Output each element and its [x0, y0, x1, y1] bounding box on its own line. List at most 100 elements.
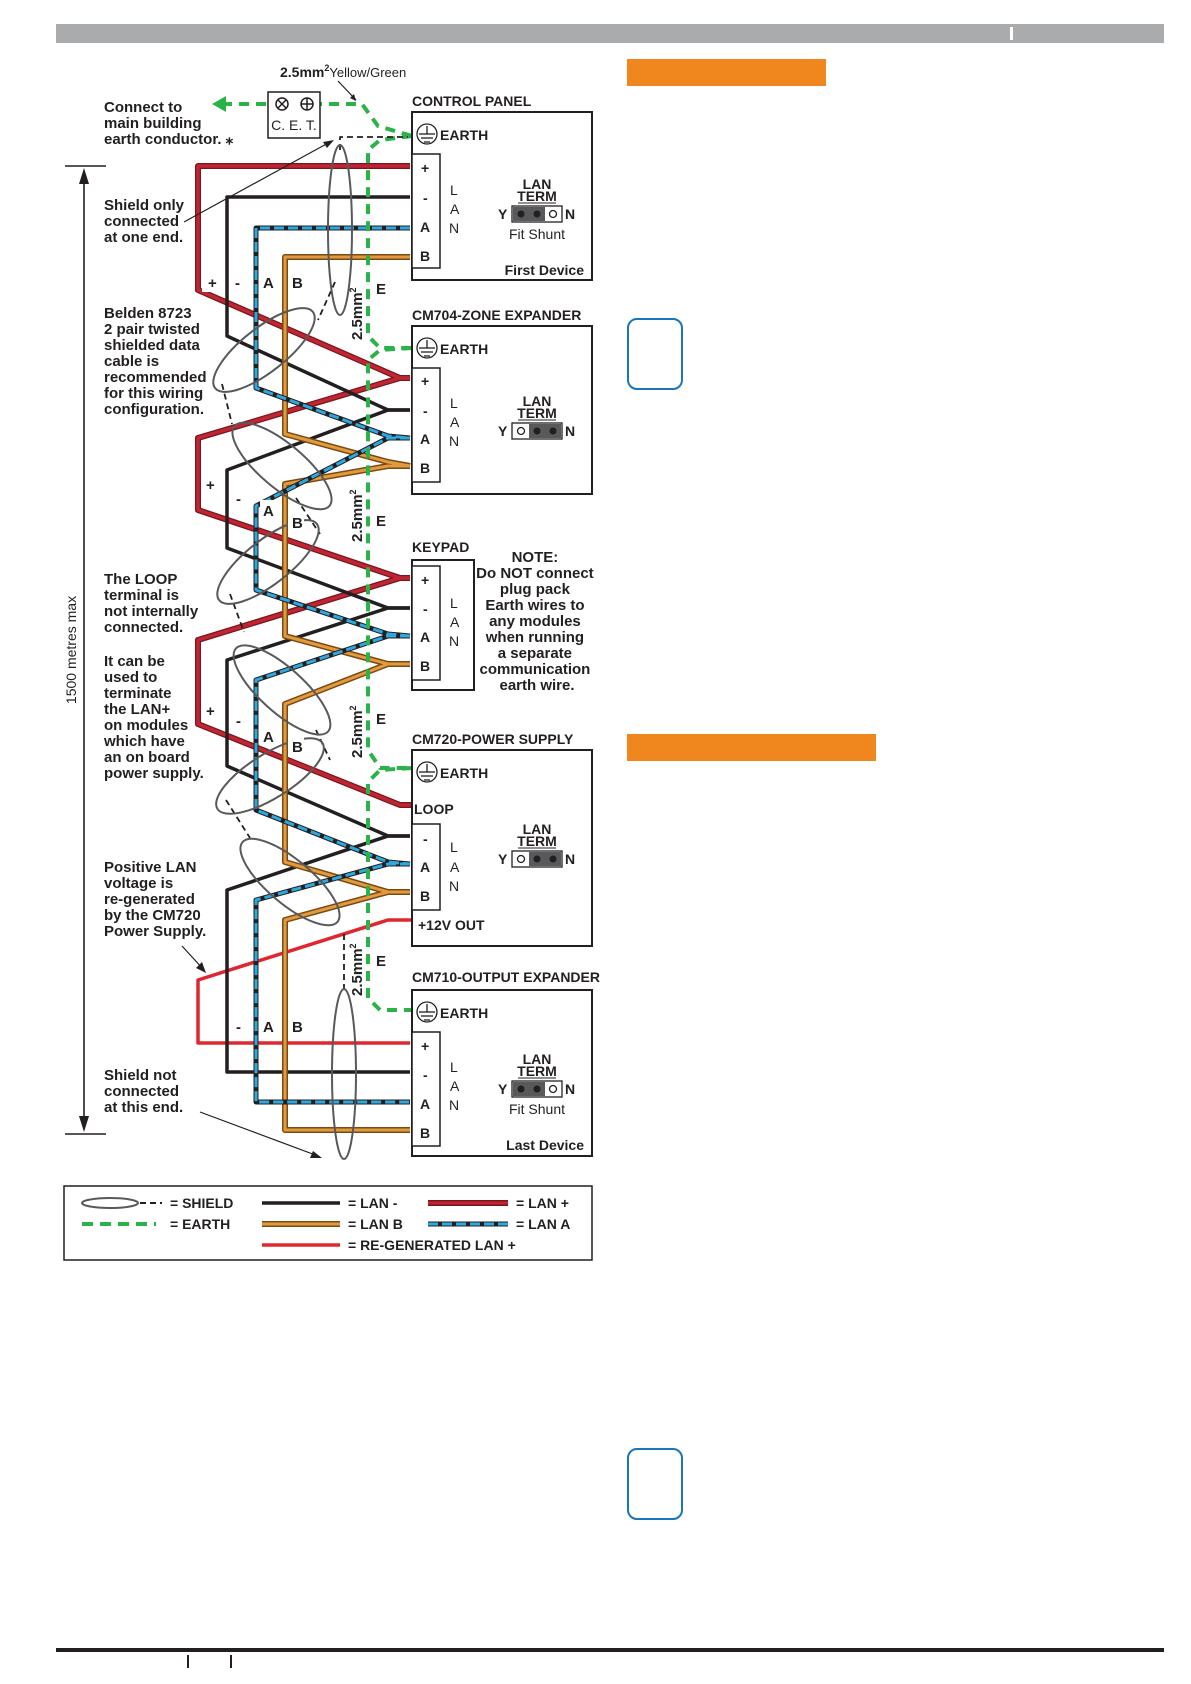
note-shield-one-end: Shield only connected at one end. — [104, 197, 188, 246]
segment-label-plus: + — [206, 477, 215, 494]
segment-label-b: B — [292, 275, 303, 292]
legend-lan-a-label: = LAN A — [516, 1216, 570, 1232]
earth-arrow-head — [212, 96, 226, 112]
lan-term-title: TERM — [517, 1063, 557, 1079]
terminal-label: A — [420, 219, 430, 235]
terminal-label: A — [420, 629, 430, 645]
note-icon — [627, 318, 683, 390]
segment-label-plus: + — [206, 703, 215, 720]
footer-rule — [56, 1648, 1164, 1652]
lan-b-wires — [282, 254, 411, 1133]
terminal-label: - — [423, 403, 428, 419]
earth-label: EARTH — [440, 1005, 488, 1021]
device-title: CM710-OUTPUT EXPANDER — [412, 969, 600, 985]
segment-label-a: A — [263, 1019, 274, 1036]
lan-letter: L — [450, 839, 458, 855]
legend-regen-label: = RE-GENERATED LAN + — [348, 1237, 516, 1253]
segment-label-minus: - — [236, 491, 241, 508]
terminal-label: + — [421, 1038, 429, 1054]
cet-cable-label: 2.5mm2Yellow/Green — [280, 63, 406, 80]
footer-divider — [230, 1655, 232, 1668]
segment-label-b: B — [292, 1019, 303, 1036]
legend-lan-b-label: = LAN B — [348, 1216, 403, 1232]
device-title: CM720-POWER SUPPLY — [412, 731, 574, 747]
cet-screw-icon — [275, 97, 314, 111]
lan-letter: N — [449, 220, 459, 236]
legend: = SHIELD = EARTH = LAN - = LAN B = RE-GE… — [63, 1185, 593, 1261]
lan-term-title: LAN — [523, 393, 552, 409]
segment-label-minus: - — [236, 1019, 241, 1036]
power-supply-device: CM720-POWER SUPPLY EARTH LOOP - A B L A … — [411, 731, 593, 947]
note-icon — [627, 1448, 683, 1520]
shield-ellipse — [239, 837, 341, 927]
segment-label-minus: - — [236, 713, 241, 730]
jumper-y: Y — [498, 206, 508, 222]
shield-ellipse — [212, 307, 316, 393]
earth-label: EARTH — [440, 127, 488, 143]
segment-label-a: A — [263, 729, 274, 746]
footer-divider — [187, 1655, 189, 1668]
regenerated-lan-plus-wire — [196, 918, 412, 1045]
device-title: KEYPAD — [412, 539, 469, 555]
control-panel-device: CONTROL PANEL EARTH + - A B L A N LAN TE… — [411, 93, 593, 281]
terminal-label: B — [420, 460, 430, 476]
lan-letter: N — [449, 633, 459, 649]
terminal-label: + — [421, 160, 429, 176]
lan-term-title: TERM — [517, 188, 557, 204]
distance-dimension — [65, 165, 106, 1135]
loop-label: LOOP — [414, 801, 454, 817]
earth-ground-icon — [416, 761, 438, 783]
header-bar-marker — [1010, 27, 1013, 40]
legend-shield-label: = SHIELD — [170, 1195, 233, 1211]
jumper-n: N — [565, 423, 575, 439]
distance-label: 1500 metres max — [63, 596, 79, 704]
terminal-label: A — [420, 1096, 430, 1112]
header-bar — [56, 24, 1164, 43]
note-connect-earth: Connect to main building earth conductor… — [104, 99, 234, 148]
segment-label-b: B — [292, 515, 303, 532]
note-loop-terminal: The LOOP terminal is not internally conn… — [104, 571, 202, 636]
terminal-label: - — [423, 601, 428, 617]
lan-letter: N — [449, 433, 459, 449]
device-role: Last Device — [506, 1137, 584, 1153]
jumper-y: Y — [498, 423, 508, 439]
legend-lan-plus-label: = LAN + — [516, 1195, 569, 1211]
lan-letter: A — [450, 1078, 460, 1094]
segment-label-a: A — [263, 275, 274, 292]
lan-letter: A — [450, 414, 460, 430]
segment-label-e: E — [376, 513, 386, 530]
lan-letter: L — [450, 595, 458, 611]
shield-ellipse — [232, 644, 332, 736]
terminal-label: - — [423, 1067, 428, 1083]
cet-label: C. E. T. — [271, 117, 317, 133]
jumper-n: N — [565, 206, 575, 222]
device-title: CM704-ZONE EXPANDER — [412, 307, 581, 323]
segment-label-plus: + — [208, 275, 217, 292]
device-role: First Device — [505, 262, 585, 278]
jumper-n: N — [565, 1081, 575, 1097]
note-positive-regen: Positive LAN voltage is re-generated by … — [104, 859, 206, 940]
segment-label-b: B — [292, 739, 303, 756]
earth-cable-label: 2.5mm2 — [348, 705, 366, 758]
lan-term-title: TERM — [517, 833, 557, 849]
shield-ellipse — [231, 421, 333, 511]
earth-ground-icon — [416, 1001, 438, 1023]
earth-label: EARTH — [440, 341, 488, 357]
earth-cable-label: 2.5mm2 — [348, 943, 366, 996]
earth-cable-label: 2.5mm2 — [348, 489, 366, 542]
legend-lan-minus-label: = LAN - — [348, 1195, 398, 1211]
earth-wire — [312, 102, 413, 138]
lan-a-wire — [253, 633, 411, 867]
jumper-n: N — [565, 851, 575, 867]
earth-label: EARTH — [440, 765, 488, 781]
earth-ground-icon — [416, 337, 438, 359]
earth-ground-icon — [416, 123, 438, 145]
note-belden: Belden 8723 2 pair twisted shielded data… — [104, 305, 211, 418]
out-label: +12V OUT — [418, 917, 485, 933]
fit-shunt-label: Fit Shunt — [509, 226, 565, 242]
lan-letter: L — [450, 395, 458, 411]
lan-letter: N — [449, 878, 459, 894]
lan-letter: L — [450, 182, 458, 198]
jumper-y: Y — [498, 1081, 508, 1097]
